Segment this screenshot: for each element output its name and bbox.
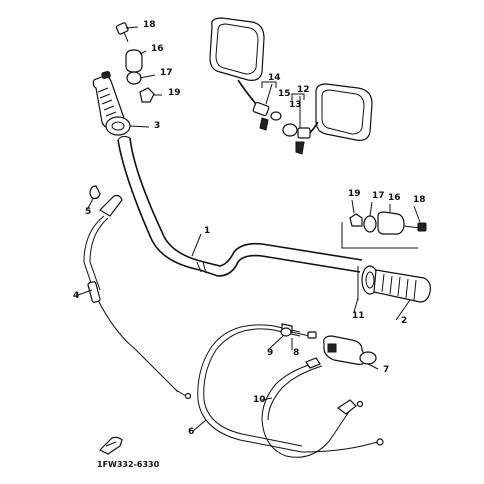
callout-c12: 12 <box>297 85 310 95</box>
cable-adjuster <box>280 327 317 339</box>
callout-c13: 13 <box>289 100 302 110</box>
right-throttle-grip <box>357 265 431 303</box>
callout-c18b: 18 <box>413 195 426 205</box>
callout-c17b: 17 <box>372 191 385 201</box>
callout-c7: 7 <box>383 365 389 375</box>
callout-c16a: 16 <box>151 44 164 54</box>
callout-c19b: 19 <box>348 189 361 199</box>
leader-lines <box>77 26 421 432</box>
right-mirror <box>282 83 373 155</box>
callout-c19a: 19 <box>168 88 181 98</box>
callout-c4: 4 <box>73 291 79 301</box>
throttle-cable-10 <box>261 357 364 458</box>
left-mirror <box>209 17 282 131</box>
mirror-bracket-lines <box>261 81 305 100</box>
part-code-block: 1FW332-6330 <box>97 436 160 469</box>
clutch-cable <box>83 185 192 400</box>
callout-c8: 8 <box>293 348 299 358</box>
callout-c16b: 16 <box>388 193 401 203</box>
throttle-cable-6 <box>197 323 384 453</box>
callout-c18a: 18 <box>143 20 156 30</box>
throttle-housing <box>323 335 377 365</box>
callout-c5: 5 <box>85 207 91 217</box>
callout-c15: 15 <box>278 89 291 99</box>
left-bar-end-set <box>115 22 155 103</box>
callout-c9: 9 <box>267 348 273 358</box>
callout-c3: 3 <box>154 121 160 131</box>
callout-c6: 6 <box>188 427 194 437</box>
diagram-code: 1FW332-6330 <box>97 460 160 469</box>
callout-c2: 2 <box>401 316 407 326</box>
callout-c11: 11 <box>352 311 365 321</box>
callout-c14: 14 <box>268 73 281 83</box>
callout-c17a: 17 <box>160 68 173 78</box>
right-bar-end-set <box>341 211 427 249</box>
callout-c10: 10 <box>253 395 266 405</box>
handlebar <box>117 135 363 277</box>
left-grip <box>92 71 131 136</box>
callout-c1: 1 <box>204 226 210 236</box>
